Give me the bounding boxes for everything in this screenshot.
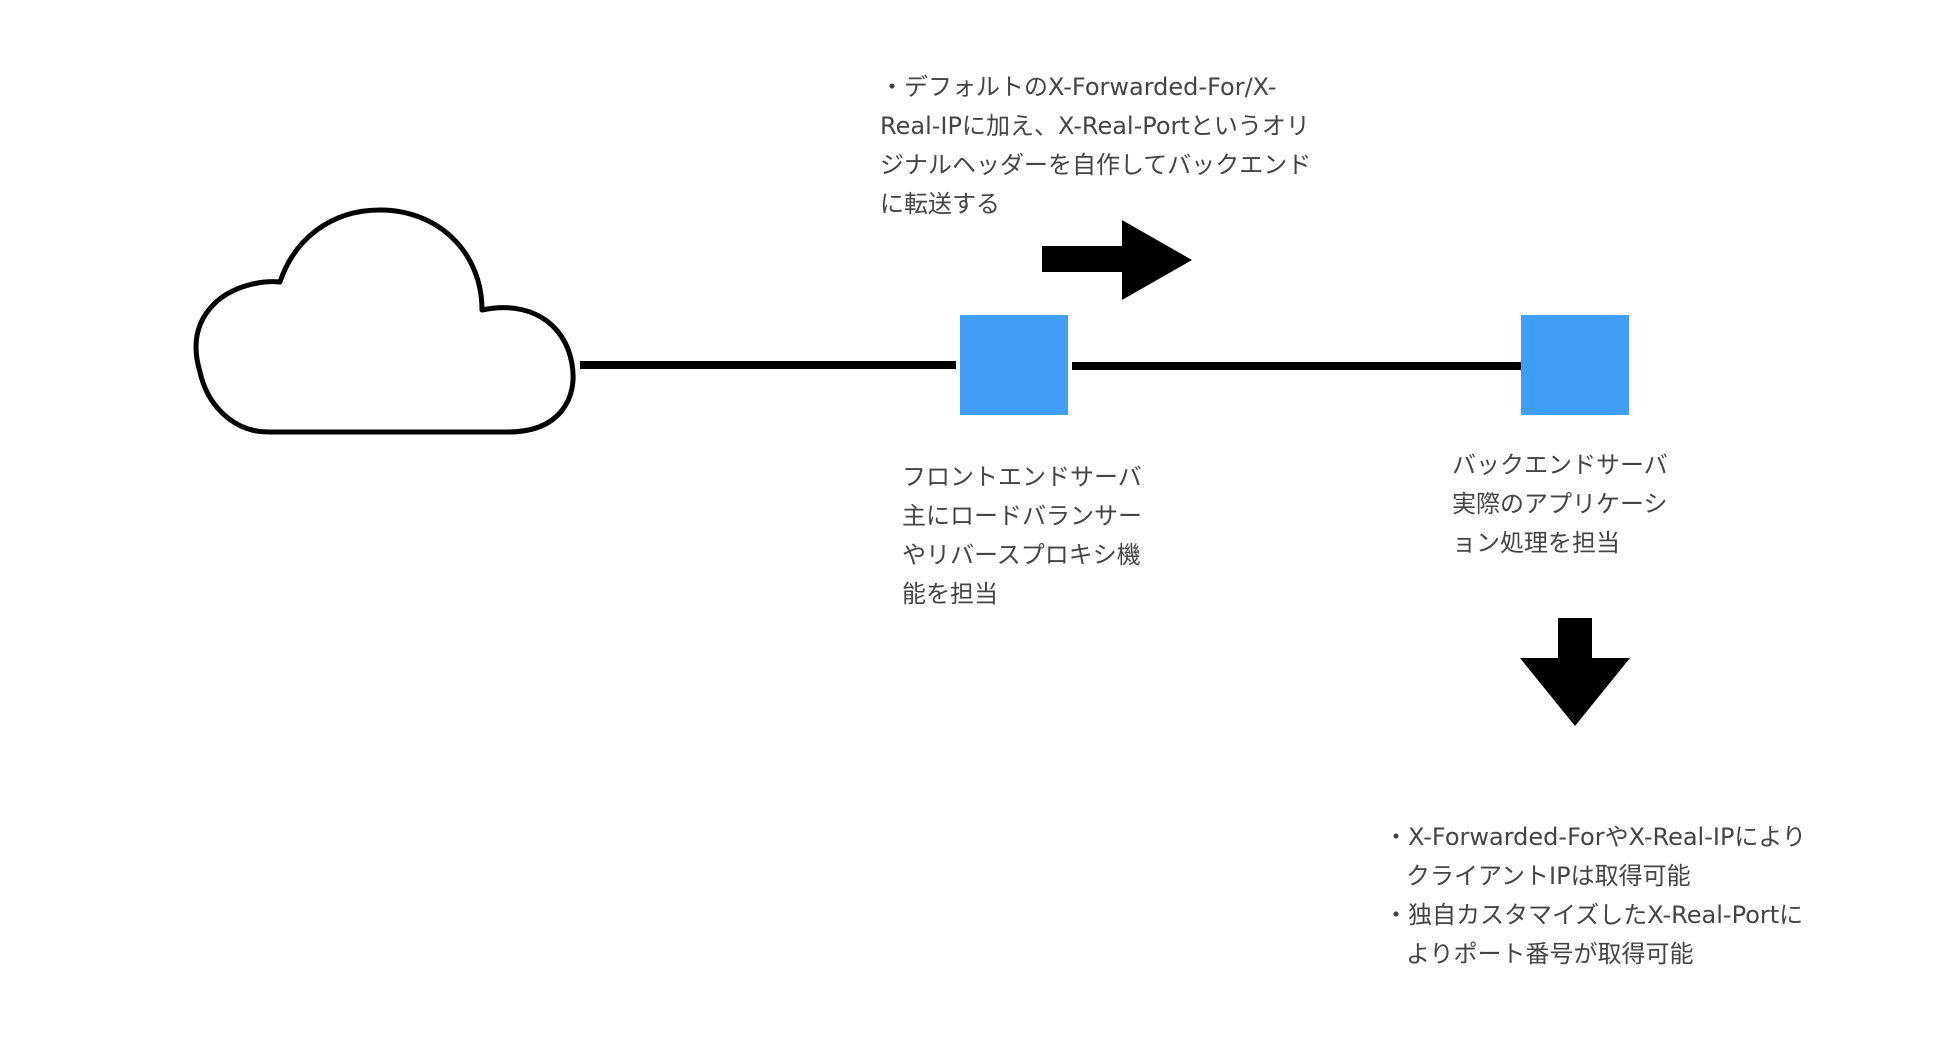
note-line: ジナルヘッダーを自作してバックエンド: [880, 151, 1312, 179]
arrow-right-icon: [1042, 220, 1192, 300]
frontend-server-icon: [960, 315, 1068, 415]
label-line: バックエンドサーバ: [1452, 451, 1668, 479]
label-line: ョン処理を担当: [1452, 529, 1620, 557]
note-line: よりポート番号が取得可能: [1406, 940, 1694, 968]
backend-server-label: バックエンドサーバ 実際のアプリケーシ ョン処理を担当: [1452, 446, 1668, 563]
note-line: Real-IPに加え、X-Real-Portというオリ: [880, 112, 1310, 140]
backend-server-icon: [1521, 315, 1629, 415]
note-line: クライアントIPは取得可能: [1406, 862, 1691, 890]
label-line: フロントエンドサーバ: [902, 463, 1142, 491]
backend-result-notes: ・X-Forwarded-ForやX-Real-IPにより クライアントIPは取…: [1384, 818, 1806, 974]
note-line: ・X-Forwarded-ForやX-Real-IPにより: [1384, 823, 1806, 851]
label-line: 能を担当: [902, 580, 998, 608]
note-line: に転送する: [880, 190, 1000, 218]
frontend-server-label: フロントエンドサーバ 主にロードバランサー やリバースプロキシ機 能を担当: [902, 458, 1142, 614]
label-line: 主にロードバランサー: [902, 502, 1142, 530]
note-line: ・独自カスタマイズしたX-Real-Portに: [1384, 901, 1804, 929]
cloud-icon: [193, 207, 576, 435]
label-line: やリバースプロキシ機: [902, 541, 1141, 569]
arrow-down-icon: [1520, 618, 1630, 726]
label-line: 実際のアプリケーシ: [1452, 490, 1668, 518]
note-line: ・デフォルトのX-Forwarded-For/X-: [880, 73, 1277, 101]
forward-headers-note: ・デフォルトのX-Forwarded-For/X- Real-IPに加え、X-R…: [880, 68, 1311, 224]
